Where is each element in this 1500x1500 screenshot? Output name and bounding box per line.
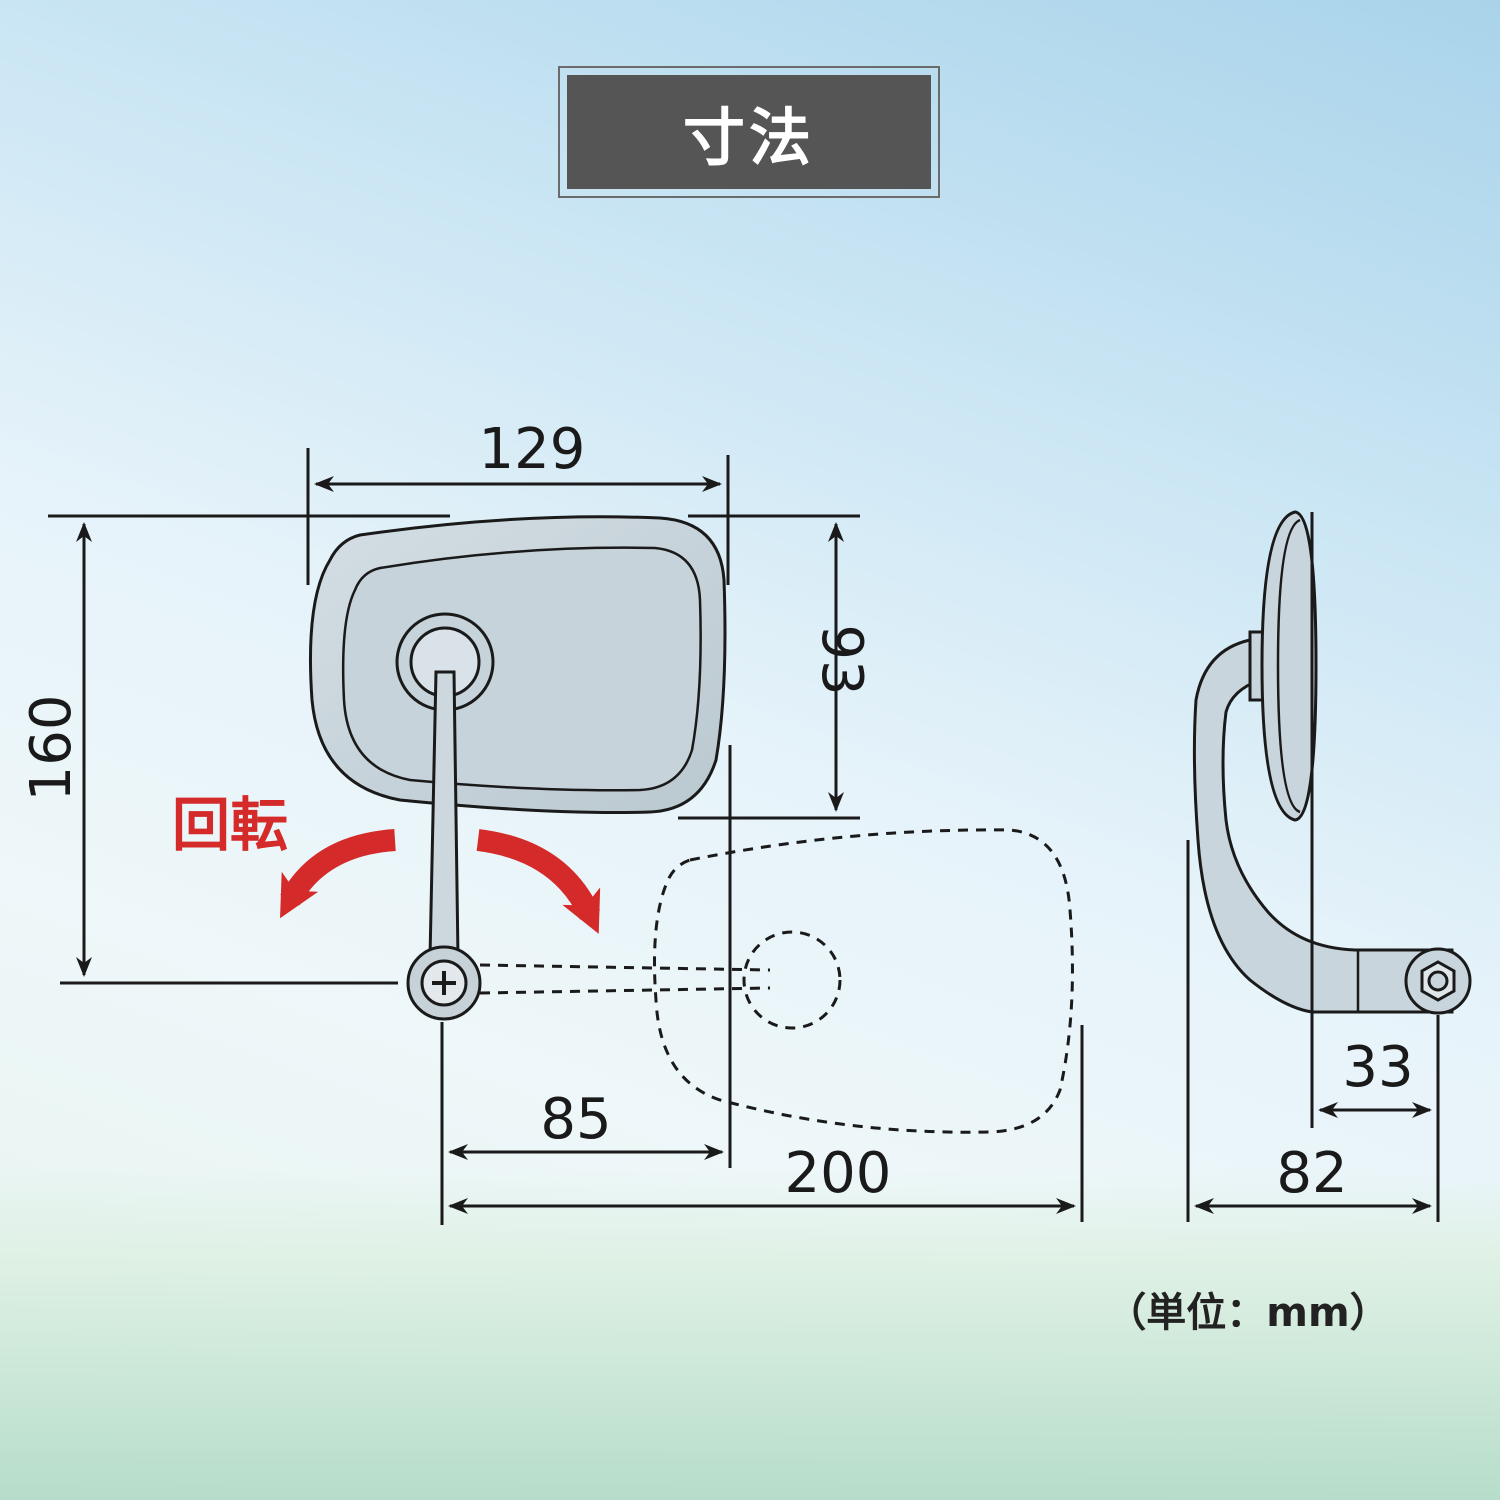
mirror-front-view — [308, 515, 727, 1021]
dim-label-93: 93 — [809, 624, 874, 695]
dim-label-82: 82 — [1276, 1141, 1347, 1206]
rotation-arrows — [280, 829, 601, 934]
rotate-left-arrow — [280, 829, 396, 919]
rotate-right-arrow — [476, 829, 601, 934]
dim-label-85: 85 — [540, 1087, 611, 1152]
unit-label: （単位：mm） — [1106, 1290, 1389, 1336]
dim-33-82 — [1186, 512, 1440, 1222]
dim-160 — [48, 514, 450, 985]
rotation-label: 回転 — [172, 791, 288, 859]
dim-label-200: 200 — [785, 1141, 892, 1206]
dim-label-33: 33 — [1342, 1035, 1413, 1100]
mirror-side-view — [1192, 510, 1472, 1015]
dim-label-160: 160 — [19, 695, 84, 802]
dim-85-200 — [440, 745, 1084, 1225]
page-title: 寸法 — [567, 75, 931, 189]
dim-label-129: 129 — [479, 417, 586, 482]
mirror-rotated-outline — [479, 828, 1074, 1134]
dim-93 — [678, 514, 860, 820]
title-frame: 寸法 — [558, 66, 940, 198]
